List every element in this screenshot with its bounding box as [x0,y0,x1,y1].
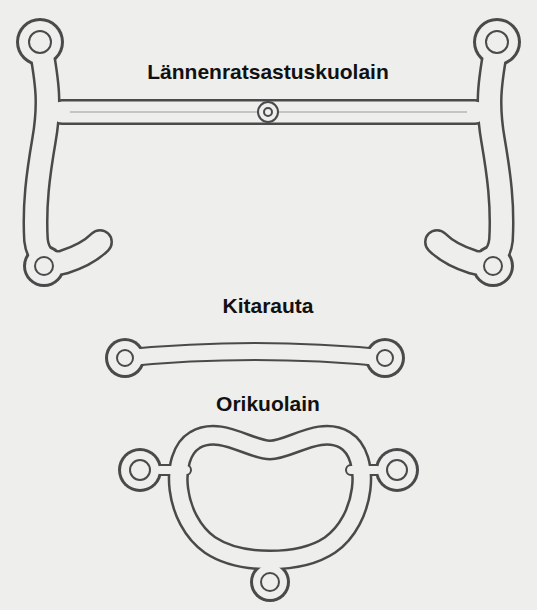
ring-hole [130,460,150,480]
shank-ring [476,21,518,63]
bit-ring [105,338,145,378]
ring-hole [377,350,393,366]
ring-hole [387,460,407,480]
stallion-bit-mouthpiece [178,435,362,560]
ring-hole [261,573,279,591]
mouthpiece-shading [278,112,467,113]
bit-ring [250,562,290,602]
shank-ring [16,18,64,66]
bit-ring [121,451,159,489]
right-shank [437,42,502,263]
mouthpiece [62,102,475,123]
ring-hole [117,350,133,366]
bit-ring [378,451,416,489]
right-shank [437,42,502,263]
bit-ring [118,448,162,492]
ring-hole [35,257,53,275]
bit-ring [375,448,419,492]
outline-layer [16,18,521,602]
left-shank [35,42,100,263]
bit-ring [368,341,402,375]
ring-hole [484,257,502,275]
paper-layer [19,21,518,599]
bit-ring [365,338,405,378]
bit-ring [253,565,287,599]
shank-ring [473,18,521,66]
part-label: Lännenratsastuskuolain [144,60,392,84]
shank-ring [19,21,61,63]
mouthpiece [62,99,475,125]
stallion-bit-mouthpiece [178,435,362,560]
mouthpiece-shading [70,112,258,113]
ring-link [160,470,377,568]
ring-hole [29,31,51,53]
ring-hole [264,108,272,116]
center-ring [258,102,278,122]
shank-ring [26,248,62,284]
bar-bit [125,352,385,359]
shank-ring [475,248,511,284]
ring-hole [486,31,508,53]
bar-bit [125,352,385,359]
left-shank [35,42,100,263]
part-label: Kitarauta [219,294,316,318]
part-label: Orikuolain [213,392,323,416]
bit-ring [108,341,142,375]
detail-layer [29,31,508,591]
